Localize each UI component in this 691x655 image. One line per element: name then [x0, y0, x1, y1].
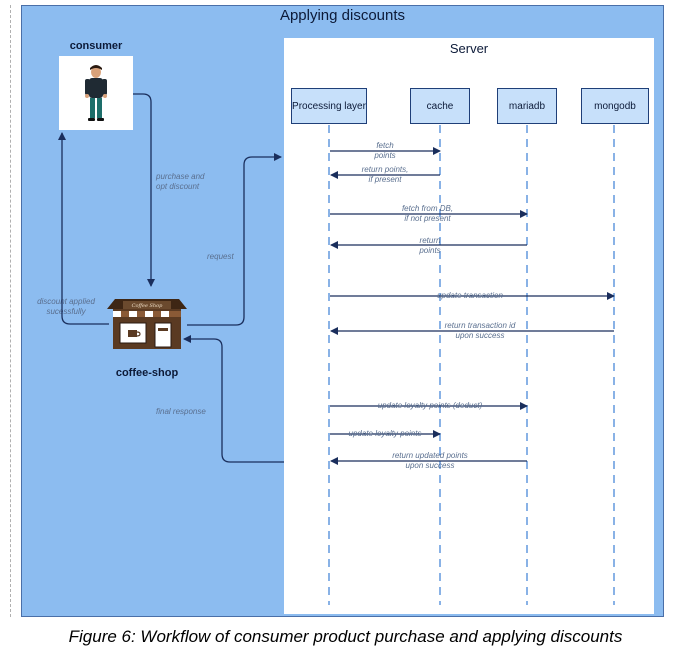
msg-label-fetch-points: fetch points	[374, 141, 396, 160]
arrow-server-to-shop-final	[183, 335, 284, 463]
msg-label-return-updated-points: return updated points upon success	[392, 451, 468, 470]
diagram-title: Applying discounts	[279, 7, 406, 24]
coffee-shop-label: coffee-shop	[115, 367, 179, 379]
coffee-shop-icon: Coffee Shop	[107, 299, 187, 349]
purchase-label: purchase and opt discount	[156, 172, 205, 191]
participant-mongodb: mongodb	[581, 88, 649, 124]
participant-processing-layer: Processing layer	[291, 88, 367, 124]
canvas-left-guide	[10, 5, 11, 617]
server-container	[284, 38, 654, 614]
msg-label-return-points: return points, if present	[361, 165, 409, 184]
msg-label-return-points-db: return points	[419, 236, 441, 255]
figure-caption: Figure 6: Workflow of consumer product p…	[68, 627, 623, 646]
participant-mariadb: mariadb	[497, 88, 557, 124]
participant-cache: cache	[410, 88, 470, 124]
msg-label-fetch-from-db: fetch from DB, if not present	[401, 204, 454, 223]
discount-applied-label: discount applied sucessfully	[37, 297, 95, 316]
arrow-shop-to-consumer	[58, 132, 109, 325]
msg-label-return-transaction-id: return transaction id upon success	[444, 321, 516, 340]
server-label: Server	[449, 41, 489, 56]
msg-label-update-loyalty-deduct: update loyalty points (deduct)	[377, 401, 483, 410]
consumer-figure-card	[59, 56, 133, 130]
person-icon	[85, 65, 107, 121]
msg-label-update-transaction: update transaction	[437, 291, 503, 300]
arrow-shop-to-server-request	[187, 153, 282, 326]
shop-sign-text: Coffee Shop	[132, 303, 164, 309]
request-label: request	[207, 252, 234, 261]
final-response-label: final response	[156, 407, 206, 416]
msg-label-update-loyalty: update loyalty points	[348, 429, 422, 438]
arrow-consumer-to-shop	[133, 93, 155, 287]
consumer-label: consumer	[69, 40, 123, 52]
